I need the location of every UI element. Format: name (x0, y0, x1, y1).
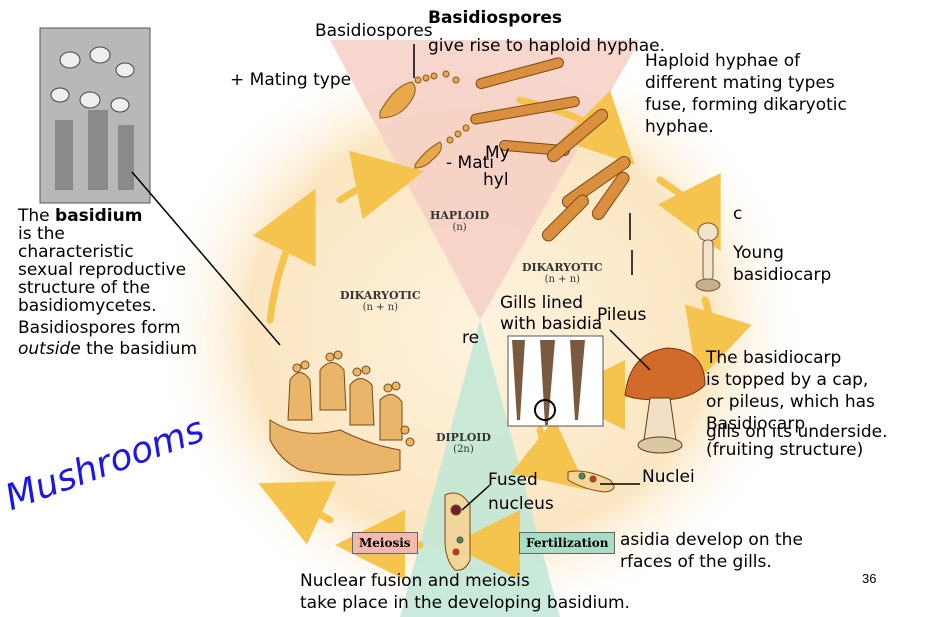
gills-line-2: with basidia (500, 316, 602, 333)
basidium-line-1: The basidium (18, 208, 142, 225)
gills-line-1: Gills lined (500, 295, 583, 312)
basidiospores-label: Basidiospores (315, 23, 433, 40)
basidium-photo (40, 28, 150, 203)
nuclear-line-2: take place in the developing basidium. (300, 595, 630, 612)
basidia-line-1: asidia develop on the (620, 532, 803, 549)
young-line-2: basidiocarp (733, 267, 831, 284)
fused-basidium (445, 493, 470, 570)
page-number: 36 (862, 571, 876, 586)
cap-line-4: gills on its underside. (706, 424, 887, 441)
fused-line-2: nucleus (488, 496, 554, 513)
haploid-hyphae-label: give rise to haploid hyphae. (428, 38, 665, 55)
nuclei-label: Nuclei (642, 469, 695, 486)
pileus-label: Pileus (597, 307, 646, 324)
basidium-line-7: Basidiospores form (18, 320, 181, 337)
region-dikaryotic-right: DIKARYOTIC(n + n) (522, 262, 603, 286)
region-diploid: DIPLOID(2n) (436, 432, 491, 456)
fuse-line-1: Haploid hyphae of (645, 53, 800, 70)
c-fragment: c (733, 206, 742, 223)
meiosis-box: Meiosis (352, 532, 418, 554)
region-dikaryotic-left: DIKARYOTIC(n + n) (340, 290, 421, 314)
fuse-line-2: different mating types (645, 75, 835, 92)
fruiting-label: (fruiting structure) (706, 442, 863, 459)
fertilization-box: Fertilization (519, 532, 615, 554)
cap-line-1: The basidiocarp (706, 350, 841, 367)
fuse-line-3: fuse, forming dikaryotic (645, 97, 847, 114)
region-haploid: HAPLOID(n) (430, 210, 489, 234)
cap-line-2: is topped by a cap, (706, 372, 868, 389)
minus-mating-overlap-2: hyl (483, 172, 509, 189)
basidiospores-title: Basidiospores (428, 10, 562, 27)
basidium-line-6: basidiomycetes. (18, 298, 157, 315)
plus-mating-label: + Mating type (230, 72, 351, 89)
basidium-line-3: characteristic (18, 244, 134, 261)
basidium-line-4: sexual reproductive (18, 262, 186, 279)
fused-line-1: Fused (488, 472, 538, 489)
young-line-1: Young (733, 245, 784, 262)
re-fragment: re (462, 330, 479, 347)
basidium-line-8: outside the basidium (18, 341, 197, 358)
basidium-line-5: structure of the (18, 280, 150, 297)
basidium-line-2: is the (18, 226, 65, 243)
nuclear-line-1: Nuclear fusion and meiosis (300, 573, 530, 590)
gills-section (508, 336, 603, 426)
basidia-line-2: rfaces of the gills. (620, 554, 772, 571)
cap-line-3: or pileus, which has (706, 394, 875, 411)
fuse-line-4: hyphae. (645, 119, 714, 136)
